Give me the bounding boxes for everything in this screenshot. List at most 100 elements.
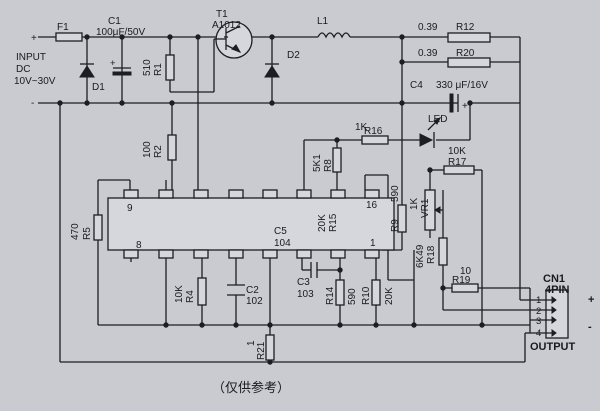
label-l1: L1 xyxy=(317,16,329,27)
label-r5-name: R5 xyxy=(82,227,93,240)
transistor-t1 xyxy=(213,21,253,59)
label-r17-name: R17 xyxy=(448,157,467,168)
label-r17-value: 10K xyxy=(448,146,466,157)
fuse-f1 xyxy=(55,32,83,42)
label-r12-name: R12 xyxy=(456,22,475,33)
resistor-r2 xyxy=(167,134,177,161)
label-r2-name: R2 xyxy=(153,145,164,158)
resistor-r12 xyxy=(447,32,491,43)
resistor-r8 xyxy=(332,147,342,173)
connector-plus: + xyxy=(588,294,594,306)
diode-d2 xyxy=(264,63,280,78)
label-c4-plus: + xyxy=(462,101,468,112)
input-plus: + xyxy=(31,33,37,44)
resistor-r9 xyxy=(397,204,407,233)
input-minus: - xyxy=(31,98,34,109)
label-r2-value: 100 xyxy=(142,141,153,158)
inductor-l1 xyxy=(317,32,351,39)
junction-dots xyxy=(57,34,485,365)
label-r4-value: 10K xyxy=(174,285,185,303)
label-vr1-value: 1K xyxy=(409,197,420,210)
label-c3-value: 103 xyxy=(297,289,314,300)
label-r14-name: R14 xyxy=(325,286,336,305)
label-r21-name: R21 xyxy=(256,341,267,360)
resistor-r1 xyxy=(165,54,175,81)
label-r15-name: R15 xyxy=(328,213,339,232)
resistor-r14 xyxy=(335,279,345,306)
label-r10-value: 20K xyxy=(384,287,395,305)
connector-cn1 xyxy=(529,288,569,339)
label-c1-value: 100μF/50V xyxy=(96,27,145,38)
label-c1-name: C1 xyxy=(108,16,121,27)
resistor-r5 xyxy=(93,214,103,241)
label-c2-value: 102 xyxy=(246,296,263,307)
label-f1: F1 xyxy=(57,22,69,33)
resistor-r4 xyxy=(197,277,207,306)
label-led: LED xyxy=(428,114,447,125)
label-r9-name: R9 xyxy=(390,219,401,232)
label-r8-value: 5K1 xyxy=(312,154,323,172)
label-c4-name: C4 xyxy=(410,80,423,91)
connector-name-1: CN1 xyxy=(543,273,565,285)
potentiometer-vr1 xyxy=(424,189,443,231)
label-pin1: 1 xyxy=(370,238,376,249)
connector-pin-1: 1 xyxy=(536,295,541,306)
label-d1: D1 xyxy=(92,82,105,93)
capacitor-c4 xyxy=(449,93,459,113)
label-pin8: 8 xyxy=(136,240,142,251)
connector-pin-2: 2 xyxy=(536,306,541,317)
input-label-3: 10V~30V xyxy=(14,76,56,87)
label-r10-name: R10 xyxy=(361,286,372,305)
label-r12-value: 0.39 xyxy=(418,22,438,33)
label-c4-value: 330 μF/16V xyxy=(436,80,488,91)
label-r16-value: 1K xyxy=(355,122,368,133)
resistor-r17 xyxy=(443,165,475,175)
connector-output-label: OUTPUT xyxy=(530,341,576,353)
label-r1-value: 510 xyxy=(142,59,153,76)
caption: （仅供参考） xyxy=(212,380,290,396)
connector-minus: - xyxy=(588,321,592,333)
label-r14-value: 590 xyxy=(347,288,358,305)
label-pin16: 16 xyxy=(366,200,378,211)
resistor-r20 xyxy=(447,57,491,68)
label-r5-value: 470 xyxy=(70,223,81,240)
diode-d1 xyxy=(79,63,95,78)
label-r19-value: 10 xyxy=(460,266,472,277)
label-r8-name: R8 xyxy=(323,159,334,172)
label-r20-name: R20 xyxy=(456,48,475,59)
label-r18-name: R18 xyxy=(426,245,437,264)
resistor-r18 xyxy=(438,237,448,266)
input-label-1: INPUT xyxy=(16,52,46,63)
label-r16-name: R16 xyxy=(364,126,383,137)
input-label-2: DC xyxy=(16,64,30,75)
resistor-r21 xyxy=(265,334,275,361)
connector-pin-3: 3 xyxy=(536,316,541,327)
label-pin9: 9 xyxy=(127,203,133,214)
label-r21-value: 1 xyxy=(246,340,257,346)
label-r4-name: R4 xyxy=(185,290,196,303)
capacitor-c2 xyxy=(227,284,245,296)
label-c3-name: C3 xyxy=(297,277,310,288)
label-r19-name: R19 xyxy=(452,275,471,286)
label-c5-name: C5 xyxy=(274,226,287,237)
label-c2-name: C2 xyxy=(246,285,259,296)
connector-name-2: 4PIN xyxy=(545,284,570,296)
led xyxy=(419,116,442,148)
label-r1-name: R1 xyxy=(153,63,164,76)
ic-chip xyxy=(107,189,395,259)
label-t1-part: A1012 xyxy=(212,20,241,31)
label-t1-name: T1 xyxy=(216,9,228,20)
label-r18-value: 6K49 xyxy=(415,244,426,268)
svg-text:+: + xyxy=(110,58,116,69)
label-r20-value: 0.39 xyxy=(418,48,438,59)
connector-pin-4: 4 xyxy=(536,328,541,339)
label-c5-value: 104 xyxy=(274,238,291,249)
label-r9-value: 590 xyxy=(390,185,401,202)
label-r15-value: 20K xyxy=(317,214,328,232)
capacitor-c1: + xyxy=(110,58,132,76)
label-d2: D2 xyxy=(287,50,300,61)
capacitor-c3 xyxy=(310,262,318,278)
label-vr1-name: VR1 xyxy=(420,198,431,218)
resistor-r10 xyxy=(371,279,381,306)
